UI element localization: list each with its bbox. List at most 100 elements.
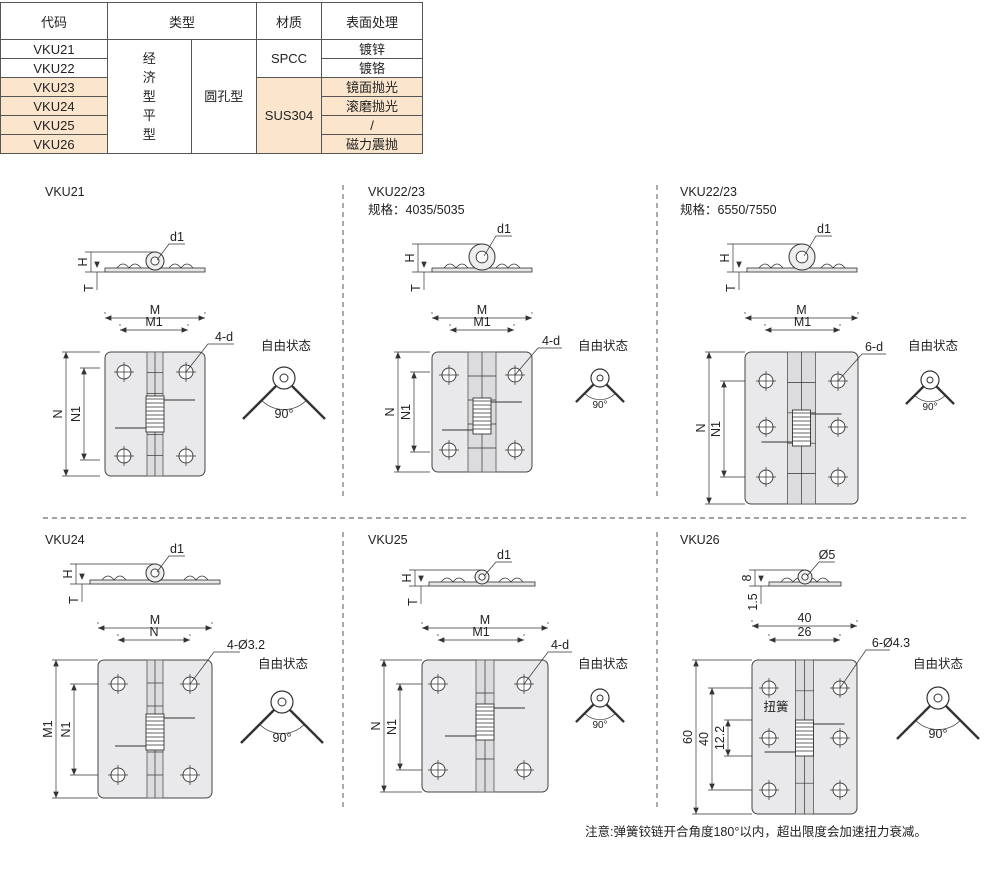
h-dimension-label: H — [400, 573, 414, 582]
section-title: VKU26 — [680, 533, 720, 547]
section-subtitle: 规格：4035/5035 — [368, 203, 465, 217]
t-dimension-label: T — [67, 596, 81, 604]
h-dimension-label: H — [403, 253, 417, 262]
t-dimension-label: T — [724, 284, 738, 292]
leader-line — [806, 561, 835, 577]
free-state-label: 自由状态 — [258, 657, 308, 671]
torsion-spring — [475, 703, 495, 741]
h-dimension-label: H — [718, 253, 732, 262]
h-dimension-label: 8 — [740, 574, 754, 581]
hole-spacing-dimension: 26 — [798, 625, 812, 639]
section-title: VKU21 — [45, 185, 85, 199]
arrow-head — [450, 327, 457, 333]
arrow-head — [105, 315, 112, 321]
h-dimension-label: H — [61, 569, 75, 578]
arrow-head — [63, 352, 69, 359]
angle-arc — [915, 720, 961, 730]
t-dimension-label: T — [406, 598, 420, 606]
arrow-head — [71, 684, 77, 691]
angle-label: 90° — [275, 407, 294, 421]
holes-label: 4-Ø3.2 — [227, 638, 265, 652]
angle-arc — [584, 393, 616, 400]
arrow-head — [706, 352, 712, 359]
arrow-head — [418, 575, 424, 582]
n-dimension: N — [149, 625, 158, 639]
t-dimension-label: 1.5 — [746, 593, 760, 610]
spec-table: 代码 类型 材质 表面处理 VKU21 经济型平型 圆孔型 SPCC 镀锌 VK… — [0, 2, 423, 154]
code-cell: VKU23 — [0, 77, 108, 97]
leaf-curl — [440, 577, 524, 583]
m1-dimension: M1 — [472, 625, 489, 639]
pin-end — [926, 376, 934, 384]
arrow-head — [118, 637, 125, 643]
arrow-head — [769, 637, 776, 643]
finish-cell: 磁力震抛 — [321, 134, 423, 154]
leader-line — [514, 347, 562, 376]
section-title: VKU22/23 — [368, 185, 425, 199]
m1-dimension: M1 — [473, 315, 490, 329]
holes-label: 4-d — [551, 638, 569, 652]
arrow-head — [525, 315, 532, 321]
pin-side — [478, 573, 486, 581]
d1-label: d1 — [497, 222, 511, 236]
leader-line — [803, 235, 832, 257]
m1-dimension: M1 — [794, 315, 811, 329]
arrow-head — [706, 497, 712, 504]
header-code: 代码 — [0, 2, 108, 40]
angle-label: 90° — [922, 402, 937, 413]
angle-label: 90° — [273, 731, 292, 745]
angle-label: 90° — [592, 400, 607, 411]
torsion-spring — [472, 397, 492, 435]
leader-line — [156, 555, 185, 573]
arrow-head — [395, 352, 401, 359]
arrow-head — [181, 327, 188, 333]
m1-dimension: M1 — [41, 720, 55, 737]
n-dimension: N — [369, 721, 383, 730]
n1-dimension: N1 — [59, 721, 73, 737]
type-group-text: 经济型平型 — [142, 51, 156, 142]
leaf-curl — [758, 263, 846, 269]
arrow-head — [507, 327, 514, 333]
leader-line — [185, 343, 234, 373]
m-dimension: M — [796, 303, 806, 317]
arrow-head — [693, 807, 699, 814]
arrow-head — [53, 660, 59, 667]
arrow-head — [381, 785, 387, 792]
pin-end — [277, 697, 287, 707]
arrow-head — [397, 684, 403, 691]
arrow-head — [81, 368, 87, 375]
arrow-head — [432, 315, 439, 321]
torsion-spring — [145, 713, 165, 751]
section-title: VKU22/23 — [680, 185, 737, 199]
arrow-head — [438, 637, 445, 643]
arrow-head — [53, 791, 59, 798]
torsion-spring — [145, 395, 165, 433]
pin-end — [279, 373, 289, 383]
angle-arc — [259, 724, 305, 734]
arrow-head — [833, 327, 840, 333]
finish-cell: 镀铬 — [321, 58, 423, 78]
free-state-label: 自由状态 — [913, 657, 963, 671]
n1-dimension: N1 — [399, 404, 413, 420]
pin-side — [801, 573, 809, 581]
arrow-head — [397, 763, 403, 770]
footnote: 注意:弹簧铰链开合角度180°以内，超出限度会加速扭力衰减。 — [585, 825, 927, 839]
code-cell: VKU26 — [0, 134, 108, 154]
arrow-head — [81, 453, 87, 460]
n-dimension: N — [51, 409, 65, 418]
spring-dimension: 12.2 — [713, 726, 727, 750]
arrow-head — [120, 327, 127, 333]
code-cell: VKU25 — [0, 115, 108, 135]
width-dimension: 40 — [798, 611, 812, 625]
type-sub-cell: 圆孔型 — [190, 39, 258, 154]
angle-arc — [584, 713, 616, 720]
free-state-label: 自由状态 — [261, 339, 311, 353]
arrow-head — [725, 720, 731, 727]
arrow-head — [765, 327, 772, 333]
torsion-spring — [795, 719, 814, 757]
n-dimension: N — [694, 423, 708, 432]
d1-label: Ø5 — [819, 548, 836, 562]
n1-dimension: N1 — [69, 406, 83, 422]
leaf-curl — [101, 575, 209, 581]
